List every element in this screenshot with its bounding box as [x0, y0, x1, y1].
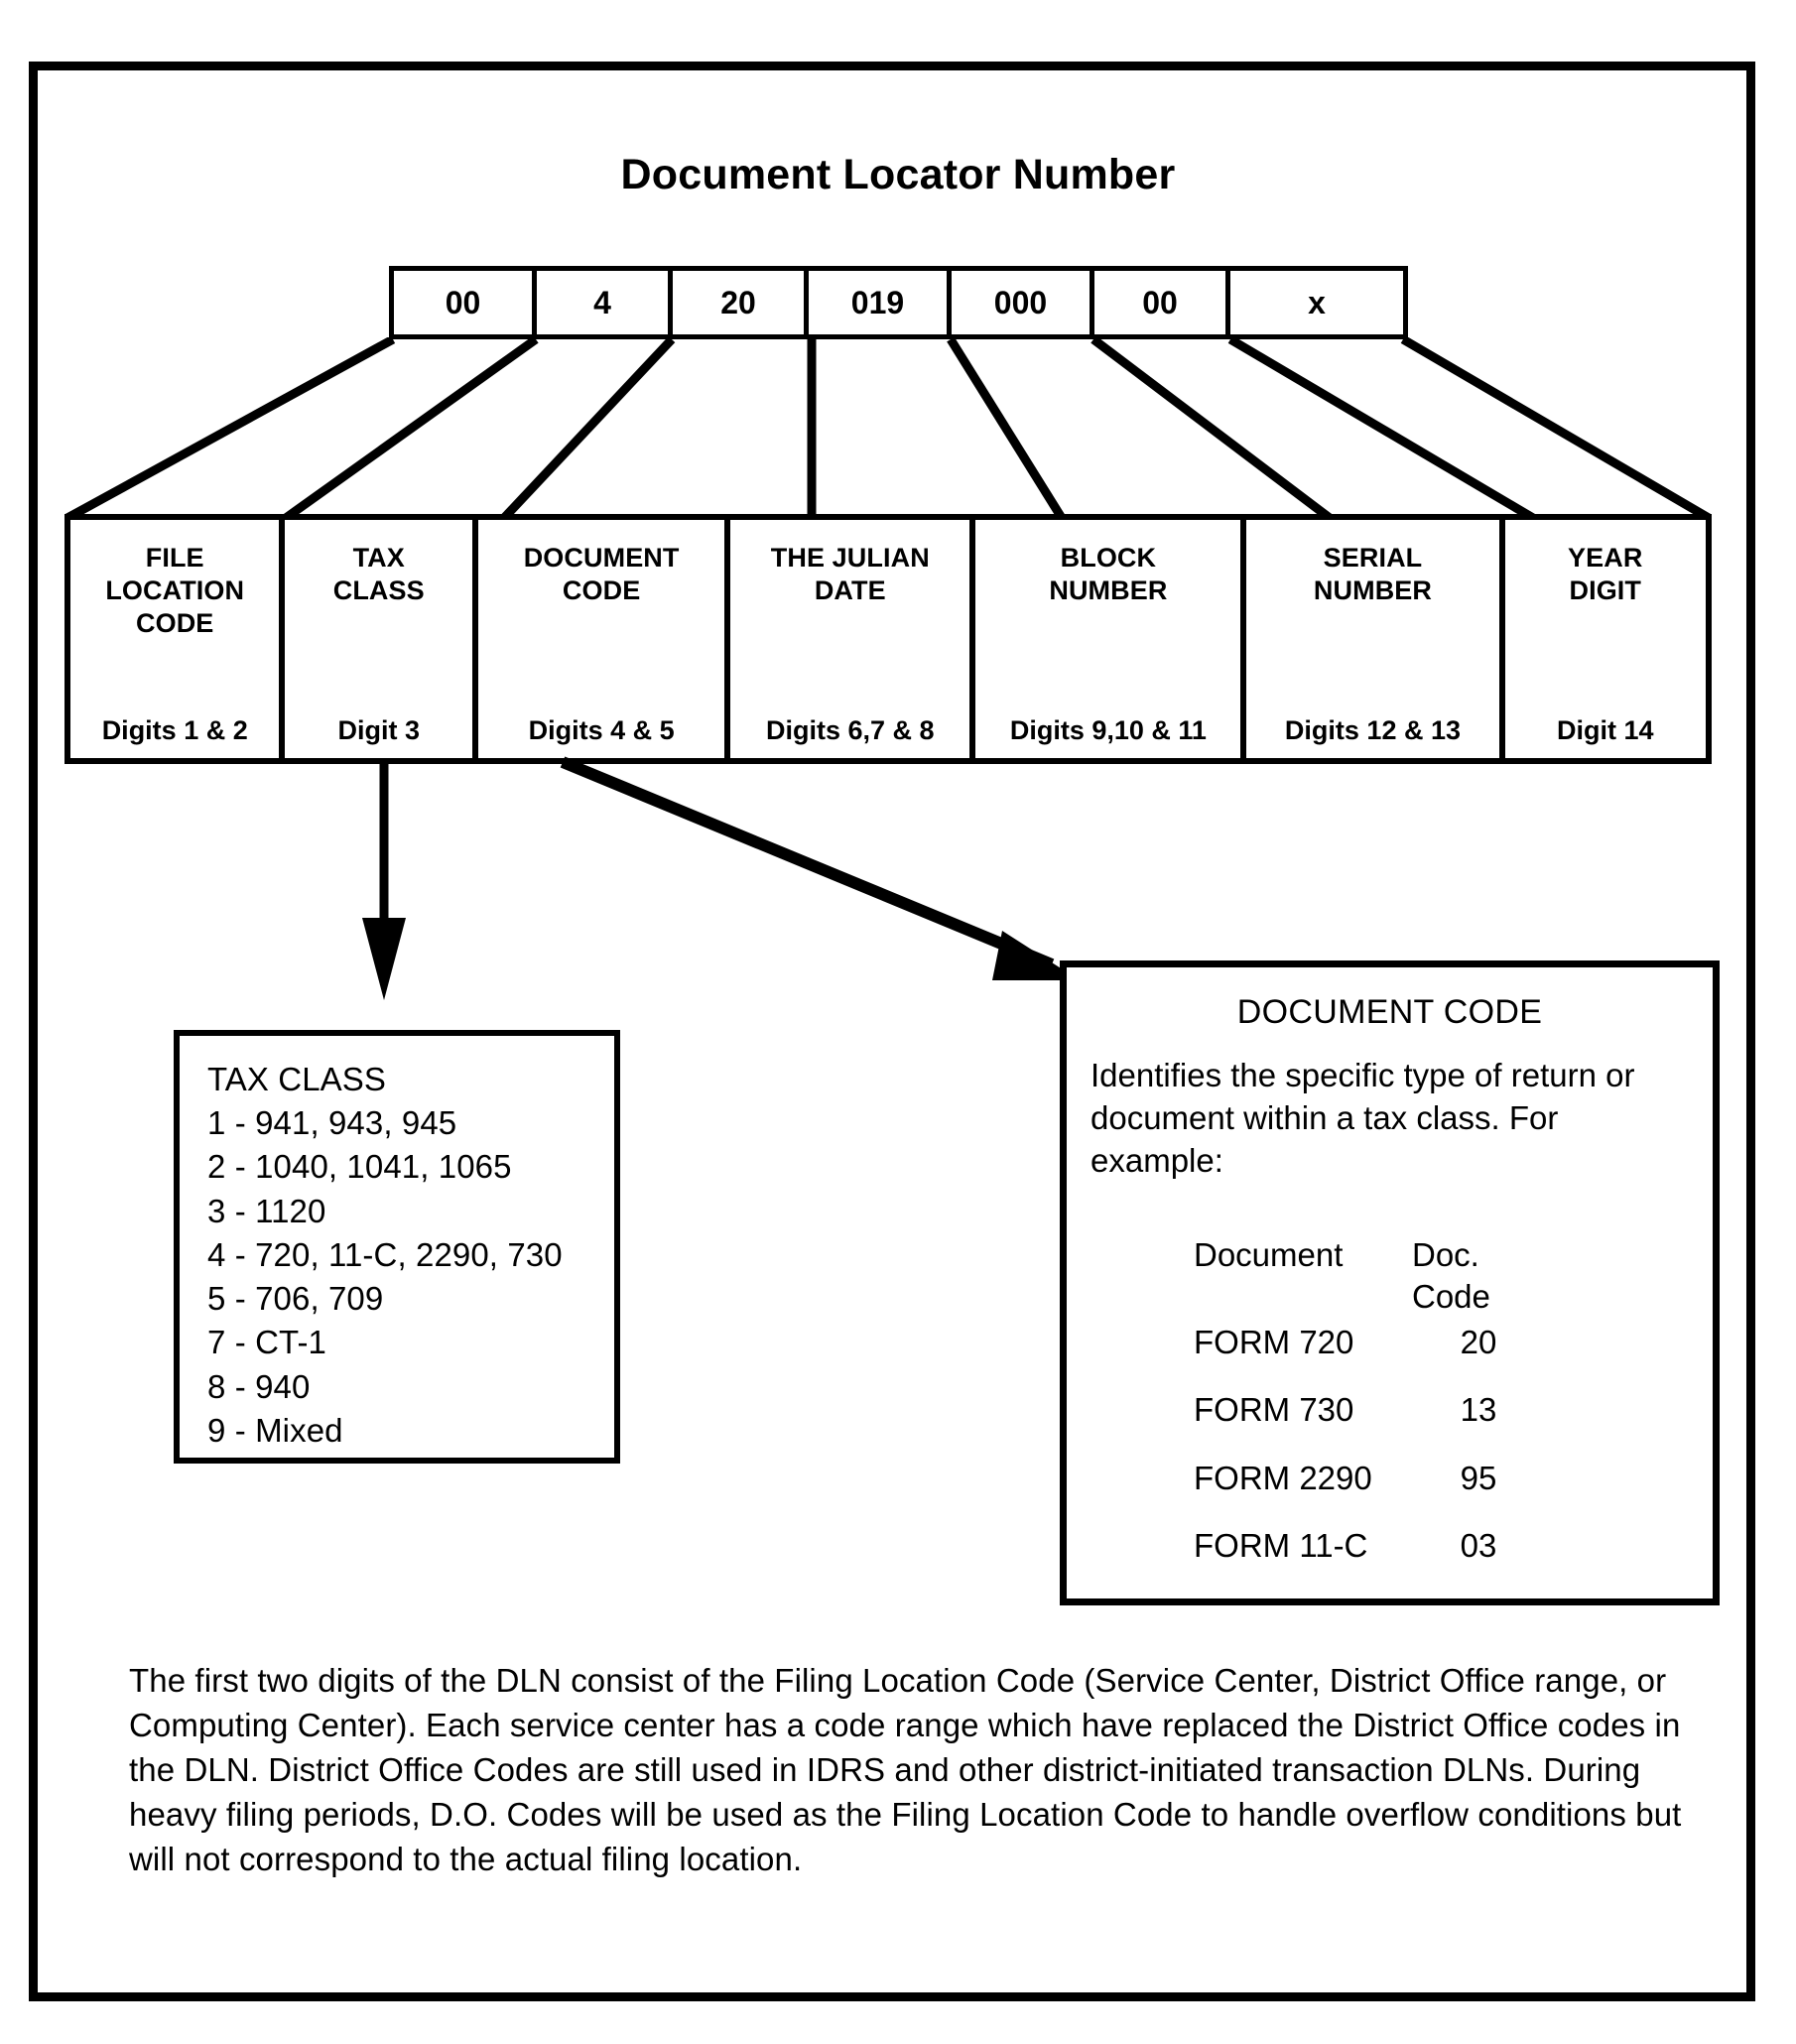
dln-segment-5: 000	[952, 271, 1094, 334]
tax-class-item: 4 - 720, 11-C, 2290, 730	[207, 1235, 563, 1273]
tax-class-item: 3 - 1120	[207, 1192, 326, 1229]
column-header-doc-code: Doc. Code	[1412, 1235, 1490, 1315]
document-code-description: Identifies the specific type of return o…	[1090, 1057, 1635, 1180]
segment-label-digits: Digits 12 & 13	[1284, 715, 1461, 745]
dln-segment-6: 00	[1094, 271, 1230, 334]
dln-segment-4: 019	[809, 271, 952, 334]
cell-document: FORM 11-C	[1194, 1526, 1368, 1564]
table-row: FORM 11-C 03	[1194, 1525, 1713, 1567]
segment-label-digits: Digit 14	[1557, 715, 1654, 745]
table-header-row: Document Doc. Code	[1194, 1234, 1713, 1318]
segment-label-digits: Digit 3	[337, 715, 420, 745]
tax-class-heading: TAX CLASS	[207, 1061, 387, 1097]
tax-class-item: 1 - 941, 943, 945	[207, 1104, 457, 1142]
tax-class-item: 2 - 1040, 1041, 1065	[207, 1148, 512, 1186]
segment-label-digits: Digits 1 & 2	[101, 715, 248, 745]
tax-class-callout-box: TAX CLASS 1 - 941, 943, 945 2 - 1040, 10…	[174, 1030, 620, 1464]
footnote-paragraph: The first two digits of the DLN consist …	[129, 1662, 1682, 1877]
cell-doc-code: 03	[1460, 1526, 1497, 1564]
segment-label-digits: Digits 4 & 5	[528, 715, 675, 745]
document-code-callout-box: DOCUMENT CODE Identifies the specific ty…	[1060, 960, 1720, 1605]
cell-doc-code: 13	[1460, 1391, 1497, 1429]
tax-class-item: 9 - Mixed	[207, 1411, 343, 1449]
dln-segment-3: 20	[673, 271, 809, 334]
table-row: FORM 730 13	[1194, 1389, 1713, 1431]
segment-label-digits: Digits 9,10 & 11	[1009, 715, 1207, 745]
tax-class-item: 5 - 706, 709	[207, 1280, 384, 1318]
cell-doc-code: 95	[1460, 1459, 1497, 1496]
cell-document: FORM 720	[1194, 1324, 1354, 1361]
table-row: FORM 720 20	[1194, 1322, 1713, 1363]
table-row: FORM 2290 95	[1194, 1458, 1713, 1499]
cell-document: FORM 730	[1194, 1391, 1354, 1429]
document-code-heading: DOCUMENT CODE	[1236, 993, 1543, 1031]
tax-class-item: 8 - 940	[207, 1367, 311, 1405]
dln-segment-2: 4	[537, 271, 673, 334]
tax-class-item: 7 - CT-1	[207, 1324, 326, 1361]
column-header-document: Document	[1194, 1235, 1344, 1273]
cell-doc-code: 20	[1460, 1324, 1497, 1361]
dln-segment-1: 00	[394, 271, 537, 334]
cell-document: FORM 2290	[1194, 1459, 1372, 1496]
segment-label-digits: Digits 6,7 & 8	[766, 715, 935, 745]
dln-segment-7: x	[1308, 284, 1326, 320]
page-title: Document Locator Number	[620, 151, 1176, 198]
document-code-table: Document Doc. Code FORM 720 20 FORM 730 …	[1194, 1234, 1713, 1567]
